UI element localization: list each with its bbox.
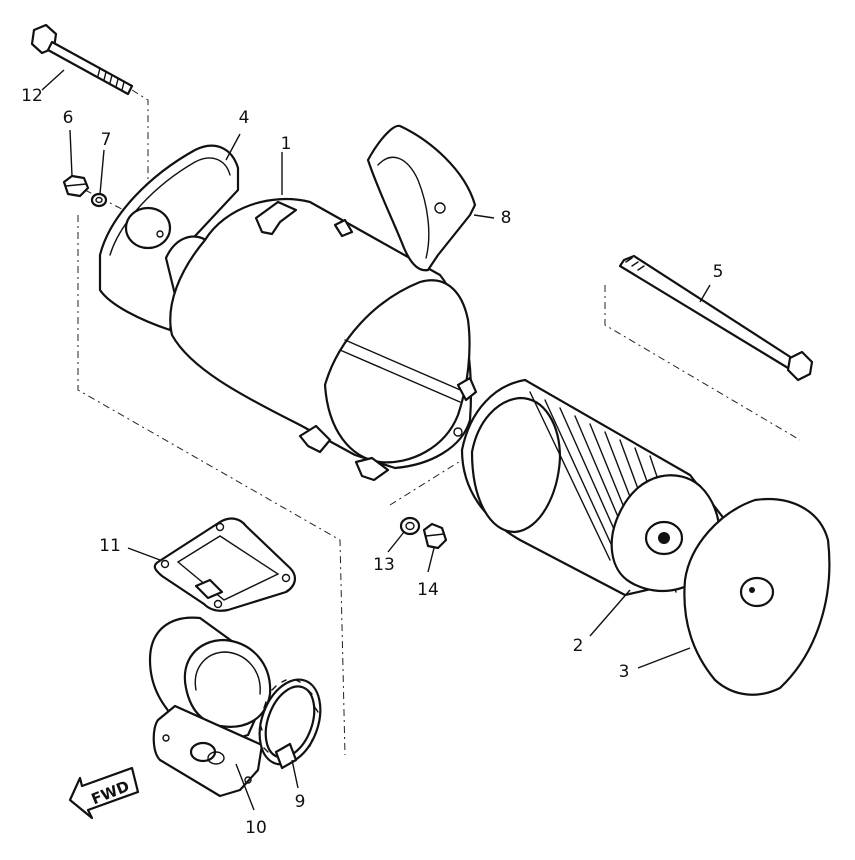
callout-4: 4 <box>239 108 250 128</box>
bolt-part-12 <box>30 23 134 96</box>
callout-6: 6 <box>63 108 74 128</box>
nut-part-6 <box>62 174 90 198</box>
callout-14: 14 <box>417 580 439 600</box>
intake-duct-part-8 <box>366 124 477 272</box>
callout-11: 11 <box>99 536 121 556</box>
callout-10: 10 <box>245 818 267 838</box>
callout-7: 7 <box>101 130 112 150</box>
callout-1: 1 <box>281 134 292 154</box>
clamp-part-9 <box>258 678 322 770</box>
callout-5: 5 <box>713 262 724 282</box>
callout-9: 9 <box>295 792 306 812</box>
end-cap-part-3 <box>683 497 831 696</box>
joint-part-10 <box>148 616 272 798</box>
fwd-direction-arrow: FWD <box>68 766 140 820</box>
washer-part-13 <box>399 516 421 536</box>
leader-lines <box>41 69 711 811</box>
callout-13: 13 <box>373 555 395 575</box>
nut-part-14 <box>422 522 448 550</box>
callout-labels: 1 2 3 4 5 6 7 8 9 10 11 12 13 14 <box>21 86 723 838</box>
cover-plate-part-4 <box>98 144 240 332</box>
callout-12: 12 <box>21 86 43 106</box>
callout-3: 3 <box>619 662 630 682</box>
gasket-part-11 <box>153 517 296 612</box>
callout-8: 8 <box>501 208 512 228</box>
rod-part-5 <box>618 254 814 382</box>
filter-element-part-2 <box>460 378 727 597</box>
washer-part-7 <box>90 192 108 208</box>
callout-2: 2 <box>573 636 584 656</box>
air-case-part-1 <box>164 198 478 482</box>
